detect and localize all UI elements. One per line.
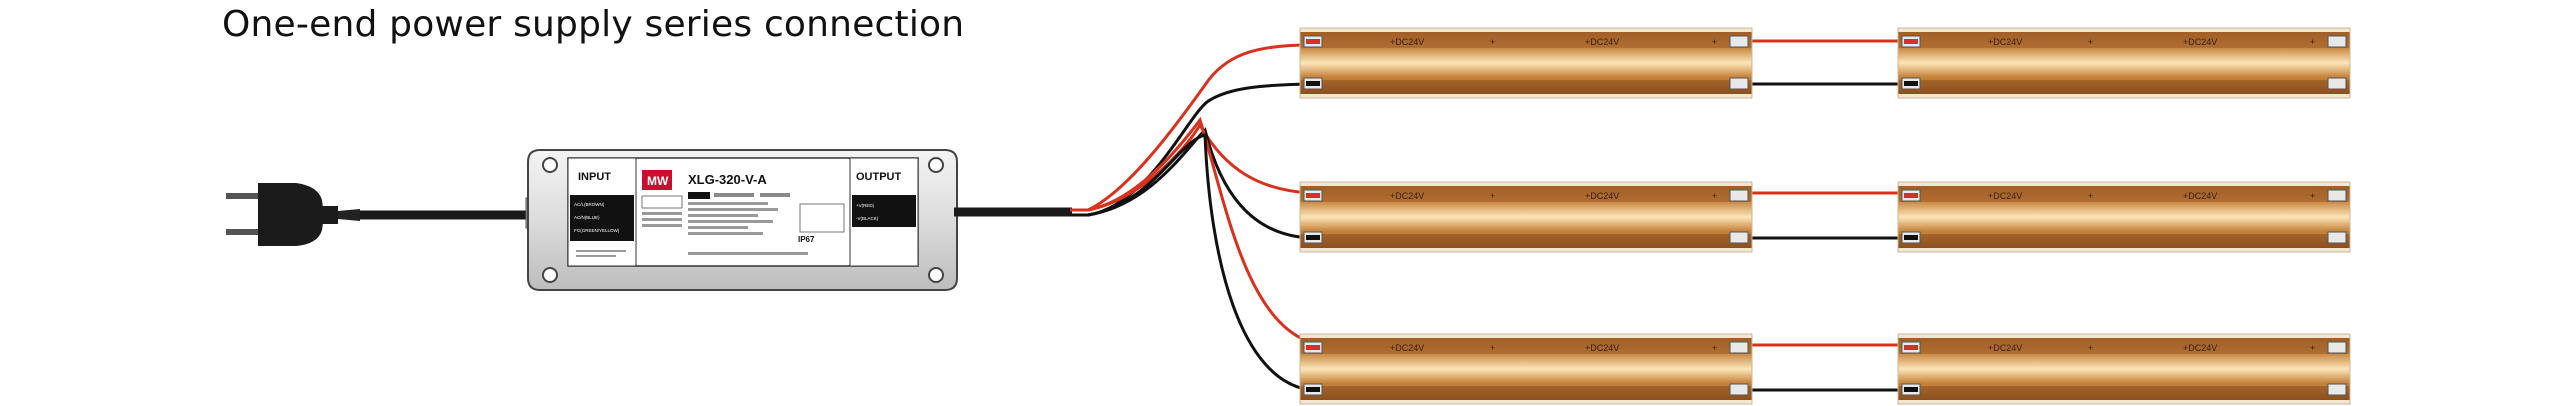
strip-plus-sign: + <box>2088 37 2093 47</box>
strip-voltage-label: +DC24V <box>2183 343 2217 353</box>
strip-plus-sign: + <box>2088 343 2093 353</box>
led-strips: +DC24V+DC24V+++DC24V+DC24V+++DC24V+DC24V… <box>1299 27 2351 405</box>
feed-wires <box>1087 43 1311 392</box>
strip-voltage-label: +DC24V <box>1988 191 2022 201</box>
ip-rating: IP67 <box>798 235 815 244</box>
led-strip-icon: +DC24V +DC24V + + <box>1299 333 1753 405</box>
driver-input-wire-2: AC/N(BLUE) <box>574 215 600 220</box>
brand-logo: MW <box>647 174 669 188</box>
led-strip-icon: +DC24V +DC24V + + <box>1299 181 1753 253</box>
led-strip-icon: +DC24V +DC24V + + <box>1897 333 2351 405</box>
strip-voltage-label: +DC24V <box>1585 343 1619 353</box>
strip-plus-sign: + <box>1490 191 1495 201</box>
strip-plus-sign: + <box>1490 37 1495 47</box>
strip-plus-sign: + <box>1712 343 1717 353</box>
strip-voltage-label: +DC24V <box>1585 37 1619 47</box>
driver-input-wire-1: AC/L(BROWN) <box>574 202 605 207</box>
driver-output-wire-1: +V(RED) <box>856 203 875 208</box>
strip-voltage-label: +DC24V <box>1390 191 1424 201</box>
strip-plus-sign: + <box>2088 191 2093 201</box>
strip-voltage-label: +DC24V <box>1988 343 2022 353</box>
led-strip-icon: +DC24V +DC24V + + <box>1897 181 2351 253</box>
strip-plus-sign: + <box>2310 191 2315 201</box>
strip-voltage-label: +DC24V <box>1585 191 1619 201</box>
strip-plus-sign: + <box>1712 37 1717 47</box>
strip-voltage-label: +DC24V <box>1390 343 1424 353</box>
driver-output-label: OUTPUT <box>856 171 902 183</box>
strip-voltage-label: +DC24V <box>2183 37 2217 47</box>
driver-input-wire-3: FG(GREEN/YELLOW) <box>574 228 620 233</box>
driver-icon: INPUT OUTPUT AC/L(BROWN) AC/N(BLUE) FG(G… <box>525 149 958 291</box>
strip-voltage-label: +DC24V <box>2183 191 2217 201</box>
strip-voltage-label: +DC24V <box>1390 37 1424 47</box>
driver-input-label: INPUT <box>578 171 611 183</box>
strip-plus-sign: + <box>1490 343 1495 353</box>
series-wires <box>1748 39 1910 392</box>
plug-icon <box>226 183 360 246</box>
driver-model: XLG-320-V-A <box>688 172 767 187</box>
strip-plus-sign: + <box>2310 37 2315 47</box>
strip-plus-sign: + <box>1712 191 1717 201</box>
driver-output-wire-2: -V(BLACK) <box>856 216 879 221</box>
page-title: One-end power supply series connection <box>222 4 965 45</box>
strip-plus-sign: + <box>2310 343 2315 353</box>
led-strip-icon: +DC24V +DC24V + + <box>1299 27 1753 99</box>
strip-voltage-label: +DC24V <box>1988 37 2022 47</box>
led-strip-icon: +DC24V +DC24V + + <box>1897 27 2351 99</box>
